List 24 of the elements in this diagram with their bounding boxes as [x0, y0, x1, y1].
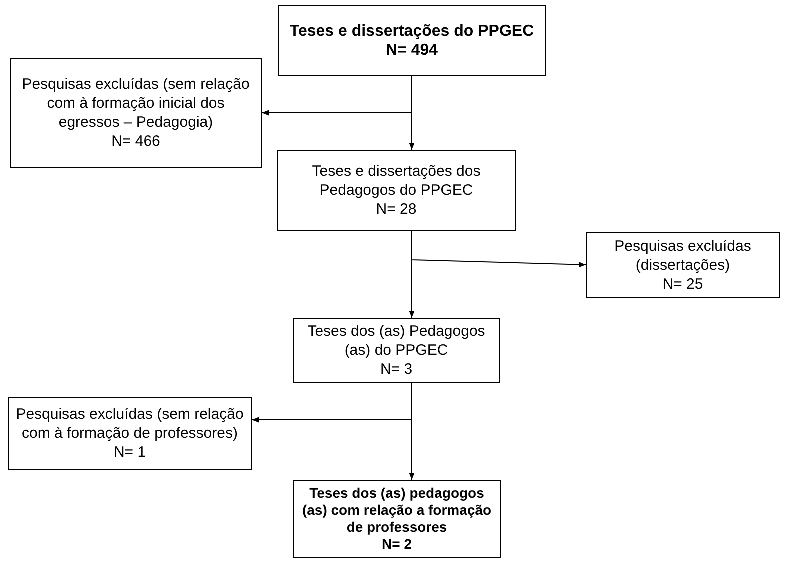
count-label: N= 494 — [386, 40, 438, 60]
arrow — [409, 230, 415, 318]
count-label: N= 466 — [112, 132, 160, 151]
box-title: Pesquisas excluídas (dissertações) — [614, 236, 752, 274]
process-box — [277, 150, 516, 231]
box-title: Pesquisas excluídas (sem relação com à formação inicial dos egressos – Pedagogia) — [21, 75, 251, 132]
box-title: Teses e dissertações do PPGEC — [290, 22, 534, 40]
exclusion-box — [8, 397, 252, 470]
count-label: N= 1 — [114, 443, 146, 462]
box-title: Teses dos (as) pedagogos (as) com relação a formação de professores — [301, 485, 493, 536]
process-box — [293, 318, 500, 383]
count-label: N= 25 — [662, 274, 704, 294]
count-label: N= 2 — [382, 536, 412, 553]
process-box — [293, 480, 501, 558]
box-title: Teses e dissertações dos Pedagogos do PPGEC — [311, 162, 482, 200]
box-title: Teses dos (as) Pedagogos (as) do PPGEC — [306, 322, 486, 360]
exclusion-box — [10, 58, 262, 168]
box-title: Pesquisas excluídas (sem relação com à formação de professores) — [15, 405, 245, 443]
count-label: N= 3 — [380, 360, 413, 379]
process-box — [278, 5, 546, 76]
exclusion-box — [586, 232, 780, 298]
arrow — [409, 382, 415, 480]
count-label: N= 28 — [376, 200, 417, 219]
arrow — [409, 76, 415, 150]
